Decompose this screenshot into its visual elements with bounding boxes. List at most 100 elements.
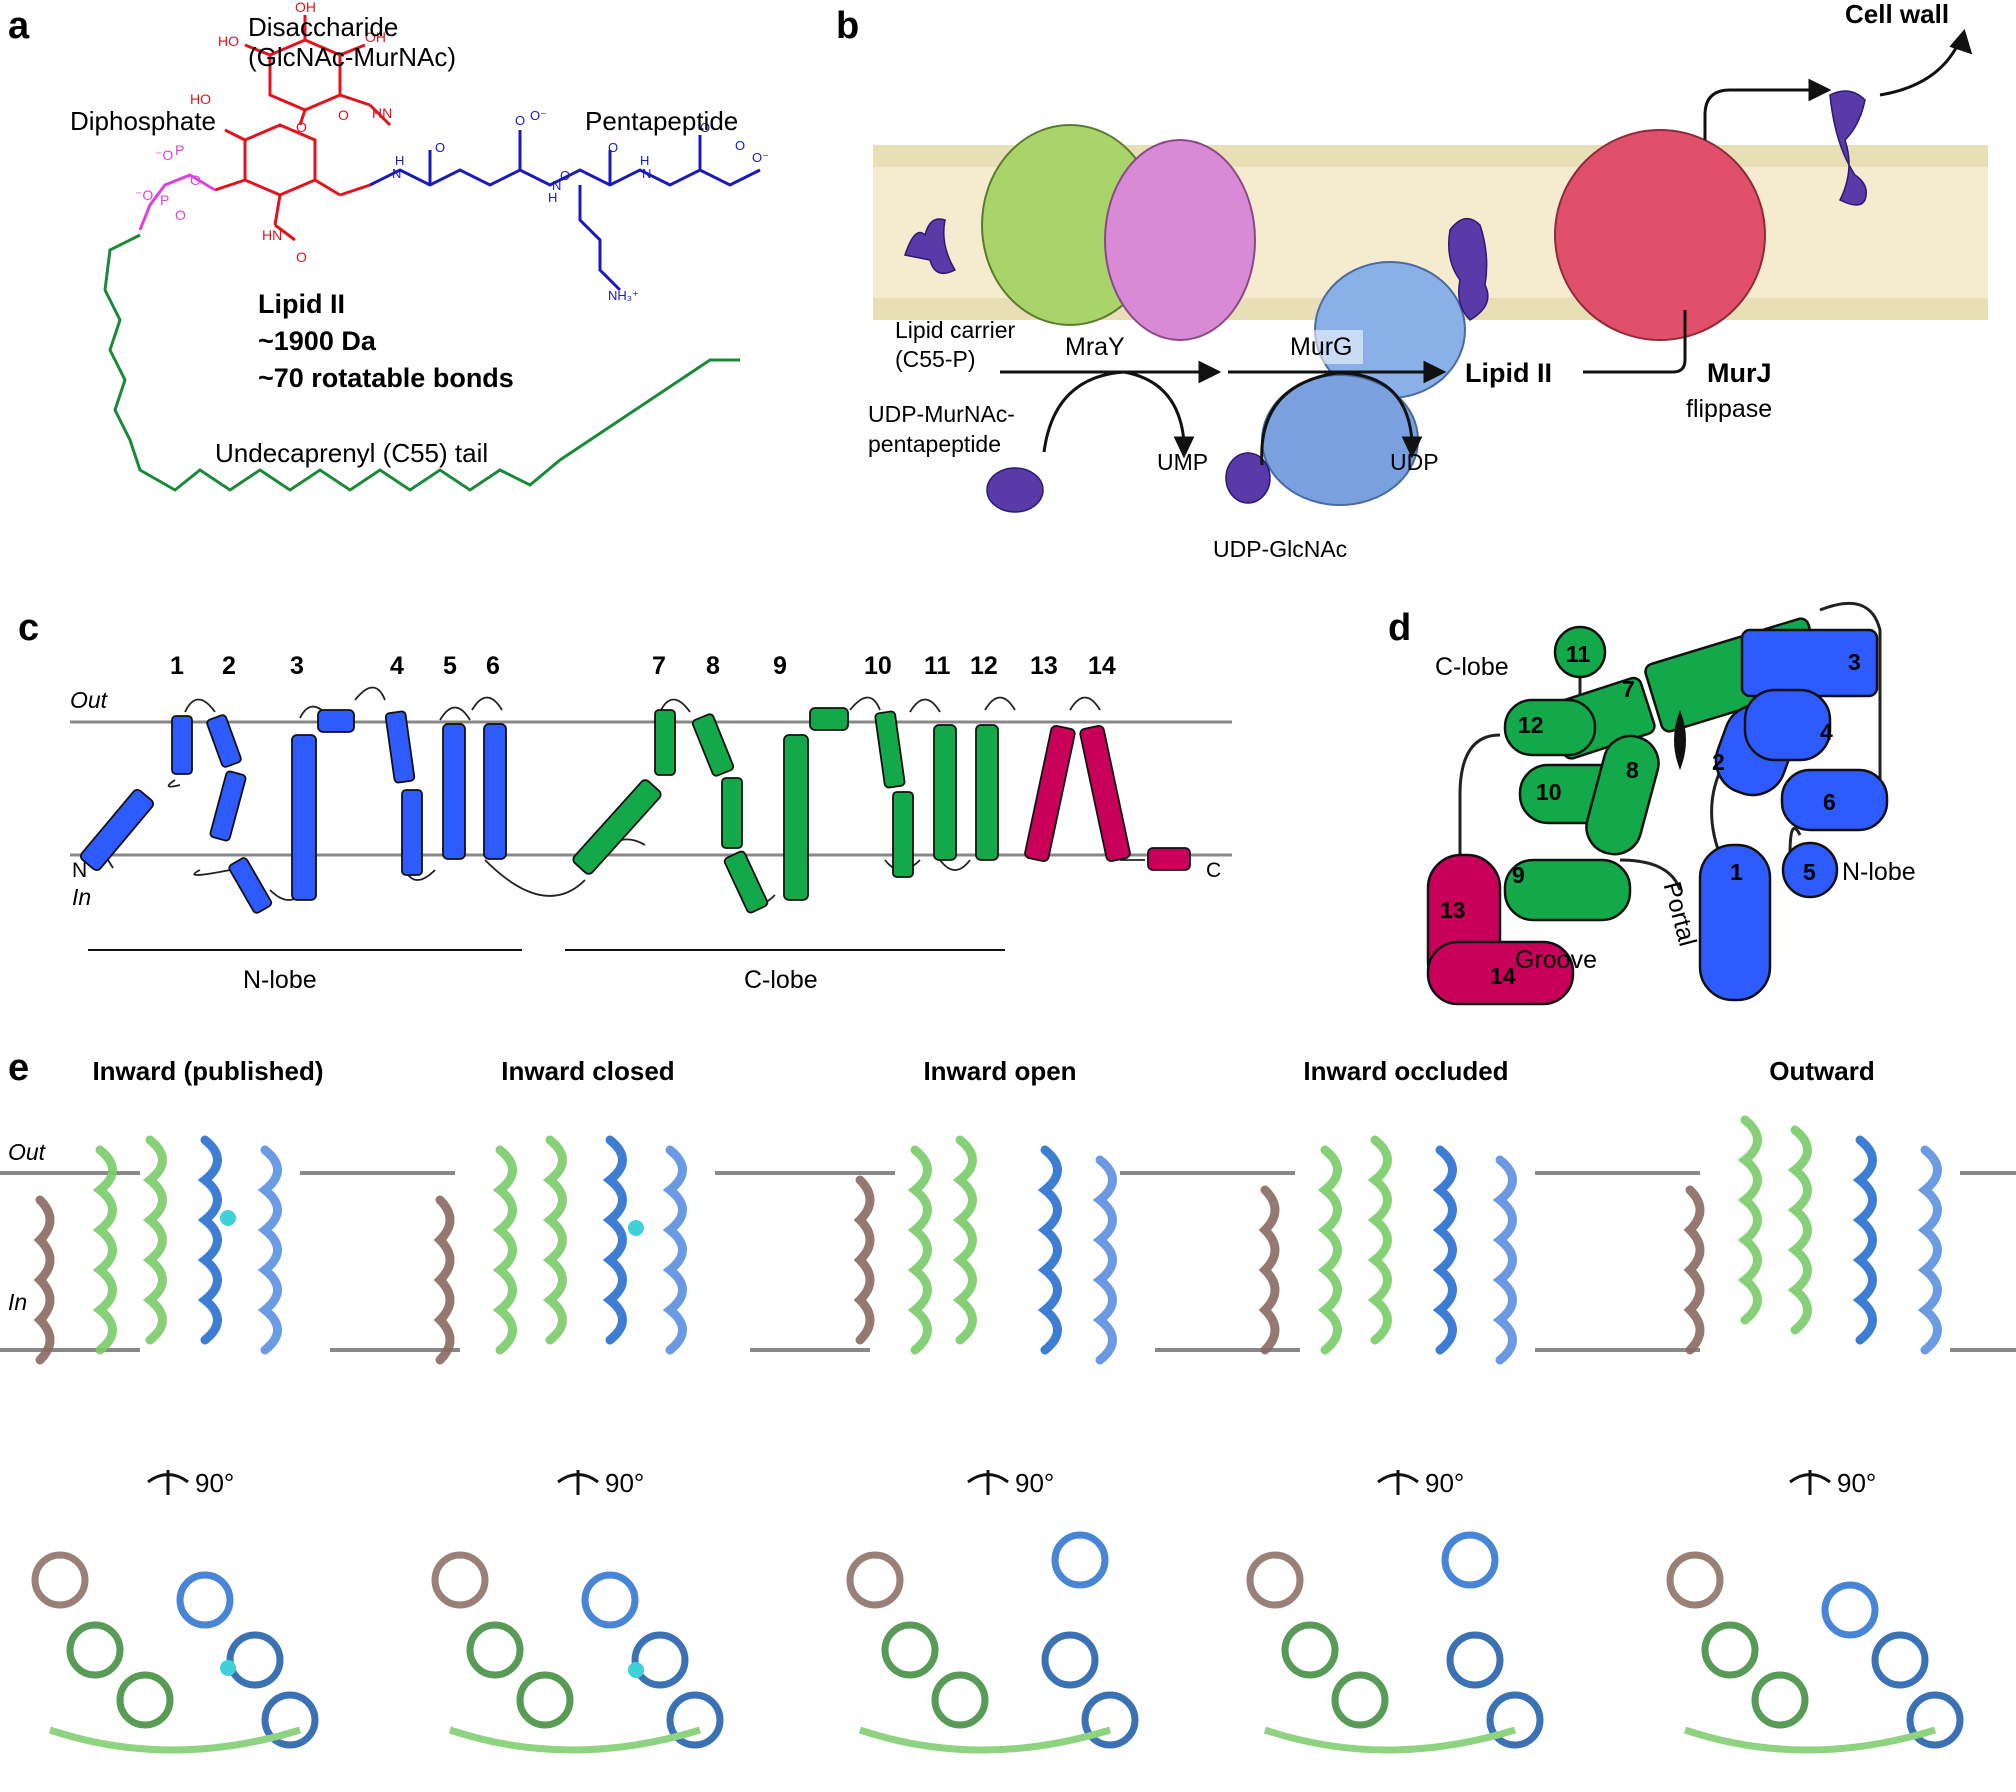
panel-c: c Out In N C (18, 607, 1232, 994)
d-helix-label-10: 10 (1536, 779, 1562, 805)
udp-label: UDP (1390, 449, 1439, 475)
svg-text:P: P (160, 192, 169, 208)
svg-text:P: P (175, 142, 184, 158)
pentapeptide-structure (369, 130, 761, 292)
side-view-5 (1683, 1115, 1942, 1355)
c-lobe-label: C-lobe (744, 966, 818, 994)
rotation-icon-2: 90° (557, 1468, 644, 1498)
helix-label-8: 8 (706, 652, 720, 680)
svg-text:O⁻: O⁻ (752, 150, 769, 165)
helix-label-6: 6 (486, 652, 500, 680)
d-c-lobe-label: C-lobe (1435, 653, 1509, 681)
state-title-inward-open: Inward open (923, 1056, 1076, 1086)
svg-text:OH: OH (295, 0, 316, 15)
state-title-inward-occluded: Inward occluded (1303, 1056, 1508, 1086)
disaccharide-label: Disaccharide (248, 12, 398, 42)
groove-label: Groove (1515, 946, 1597, 974)
helix-label-2: 2 (222, 652, 236, 680)
helix-label-13: 13 (1030, 652, 1058, 680)
svg-text:O: O (175, 207, 186, 223)
svg-text:O: O (700, 120, 710, 135)
helix-label-11: 11 (924, 652, 951, 680)
cartoon-loops (1458, 601, 1882, 905)
svg-text:N: N (642, 166, 651, 181)
helix-label-14: 14 (1088, 652, 1116, 680)
e-side-views (33, 1115, 1942, 1365)
svg-text:⁻O: ⁻O (155, 147, 173, 163)
side-view-2 (433, 1135, 687, 1365)
panel-c-letter: c (18, 607, 39, 649)
undecaprenyl-tail (103, 233, 740, 492)
rotation-icon-5: 90° (1789, 1468, 1876, 1498)
topology-helices (80, 707, 1191, 914)
d-helix-label-5: 5 (1803, 859, 1816, 885)
svg-text:90°: 90° (1015, 1468, 1054, 1498)
lipid-ii-bonds: ~70 rotatable bonds (258, 363, 514, 393)
state-title-outward: Outward (1769, 1056, 1874, 1086)
udp-murnac-sub: pentapeptide (868, 431, 1001, 457)
udp-murnac-label: UDP-MurNAc- (868, 401, 1015, 427)
side-view-1 (33, 1135, 282, 1365)
svg-text:O: O (515, 113, 525, 128)
lipid-molecules (904, 90, 1867, 513)
lipid-ii-label: Lipid II (1465, 358, 1552, 388)
portal-label: Portal (1658, 879, 1702, 949)
svg-text:O: O (608, 140, 618, 155)
side-view-4 (1258, 1135, 1517, 1365)
svg-text:90°: 90° (605, 1468, 644, 1498)
n-terminus-label: N (72, 859, 87, 882)
e-ion-markers (220, 1210, 644, 1236)
panel-e: e Out In Inward (published) Inward close… (0, 1047, 2016, 1754)
top-view-1 (31, 1551, 319, 1754)
d-helix-label-7: 7 (1622, 676, 1635, 702)
out-label: Out (70, 687, 109, 713)
disaccharide-structure (214, 15, 392, 242)
svg-text:HN: HN (262, 227, 282, 243)
mray-protein (981, 124, 1256, 341)
helix-label-7: 7 (652, 652, 666, 680)
lipid-carrier-label: Lipid carrier (895, 317, 1015, 343)
svg-text:N: N (392, 166, 401, 181)
d-helix-label-13: 13 (1440, 897, 1466, 923)
svg-text:N: N (552, 178, 561, 193)
e-rotation-indicators: 90° 90° 90° 90° 90° (147, 1468, 1876, 1498)
svg-text:O: O (296, 119, 307, 135)
d-helix-label-8: 8 (1626, 757, 1639, 783)
disaccharide-sub: (GlcNAc-MurNAc) (248, 42, 456, 72)
d-helix-label-11: 11 (1566, 641, 1591, 667)
d-helix-label-6: 6 (1823, 789, 1836, 815)
d-helix-label-14: 14 (1490, 963, 1516, 989)
e-top-ion-markers (220, 1660, 644, 1678)
flippase-label: flippase (1686, 395, 1772, 423)
panel-b: b (836, 0, 1988, 562)
murg-label: MurG (1290, 333, 1353, 361)
panel-b-letter: b (836, 5, 859, 47)
cell-wall-label: Cell wall (1845, 0, 1949, 29)
svg-text:H: H (548, 190, 557, 205)
top-view-4 (1246, 1531, 1544, 1754)
helix-label-9: 9 (773, 652, 787, 680)
panel-e-letter: e (8, 1047, 29, 1089)
svg-text:H: H (640, 153, 649, 168)
lipid-carrier-sub: (C55-P) (895, 346, 976, 372)
svg-text:O: O (338, 107, 349, 123)
svg-text:O: O (560, 168, 570, 183)
side-view-3 (853, 1135, 1117, 1365)
murj-label: MurJ (1707, 358, 1772, 388)
svg-text:HO: HO (218, 33, 239, 49)
panel-d-letter: d (1388, 607, 1411, 649)
svg-text:HO: HO (190, 91, 211, 107)
diphosphate-structure (138, 173, 216, 231)
svg-text:NH₃⁺: NH₃⁺ (608, 288, 639, 303)
top-view-2 (431, 1551, 724, 1754)
murg-label-backdrop (1285, 330, 1363, 364)
lipid-ii-mass: ~1900 Da (258, 326, 377, 356)
d-helix-label-9: 9 (1512, 862, 1525, 888)
svg-text:H: H (395, 153, 404, 168)
e-in-label: In (8, 1289, 27, 1315)
panel-d: d 1 1 2 3 4 5 6 7 (1388, 601, 1916, 1006)
